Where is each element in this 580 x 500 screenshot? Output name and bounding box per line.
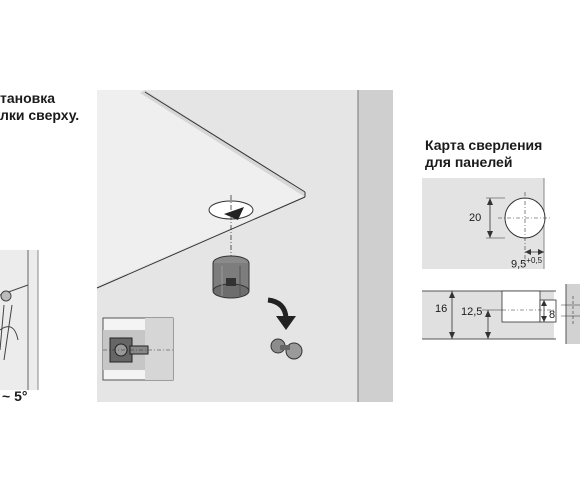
drill-map-title-line2: для панелей [425,154,513,170]
angle-label: ~ 5° [2,388,28,404]
left-heading: тановка лки сверху. [0,90,79,124]
drill-map-title-line1: Карта сверления [425,137,543,153]
pin-hole-label: 8 [549,309,556,321]
edge-offset-tolerance: +0,5 [526,256,543,265]
edge-offset-label: 9,5+0,5 [511,256,542,271]
center-height-label: 12,5 [461,306,483,318]
drill-map-title: Карта сверления для панелей [425,137,542,171]
panel-thickness-label: 16 [435,303,448,315]
left-heading-line2: лки сверху. [0,107,80,123]
hole-diameter-label: 20 [469,212,482,224]
left-heading-line1: тановка [0,90,56,106]
edge-offset-value: 9,5 [511,258,527,271]
